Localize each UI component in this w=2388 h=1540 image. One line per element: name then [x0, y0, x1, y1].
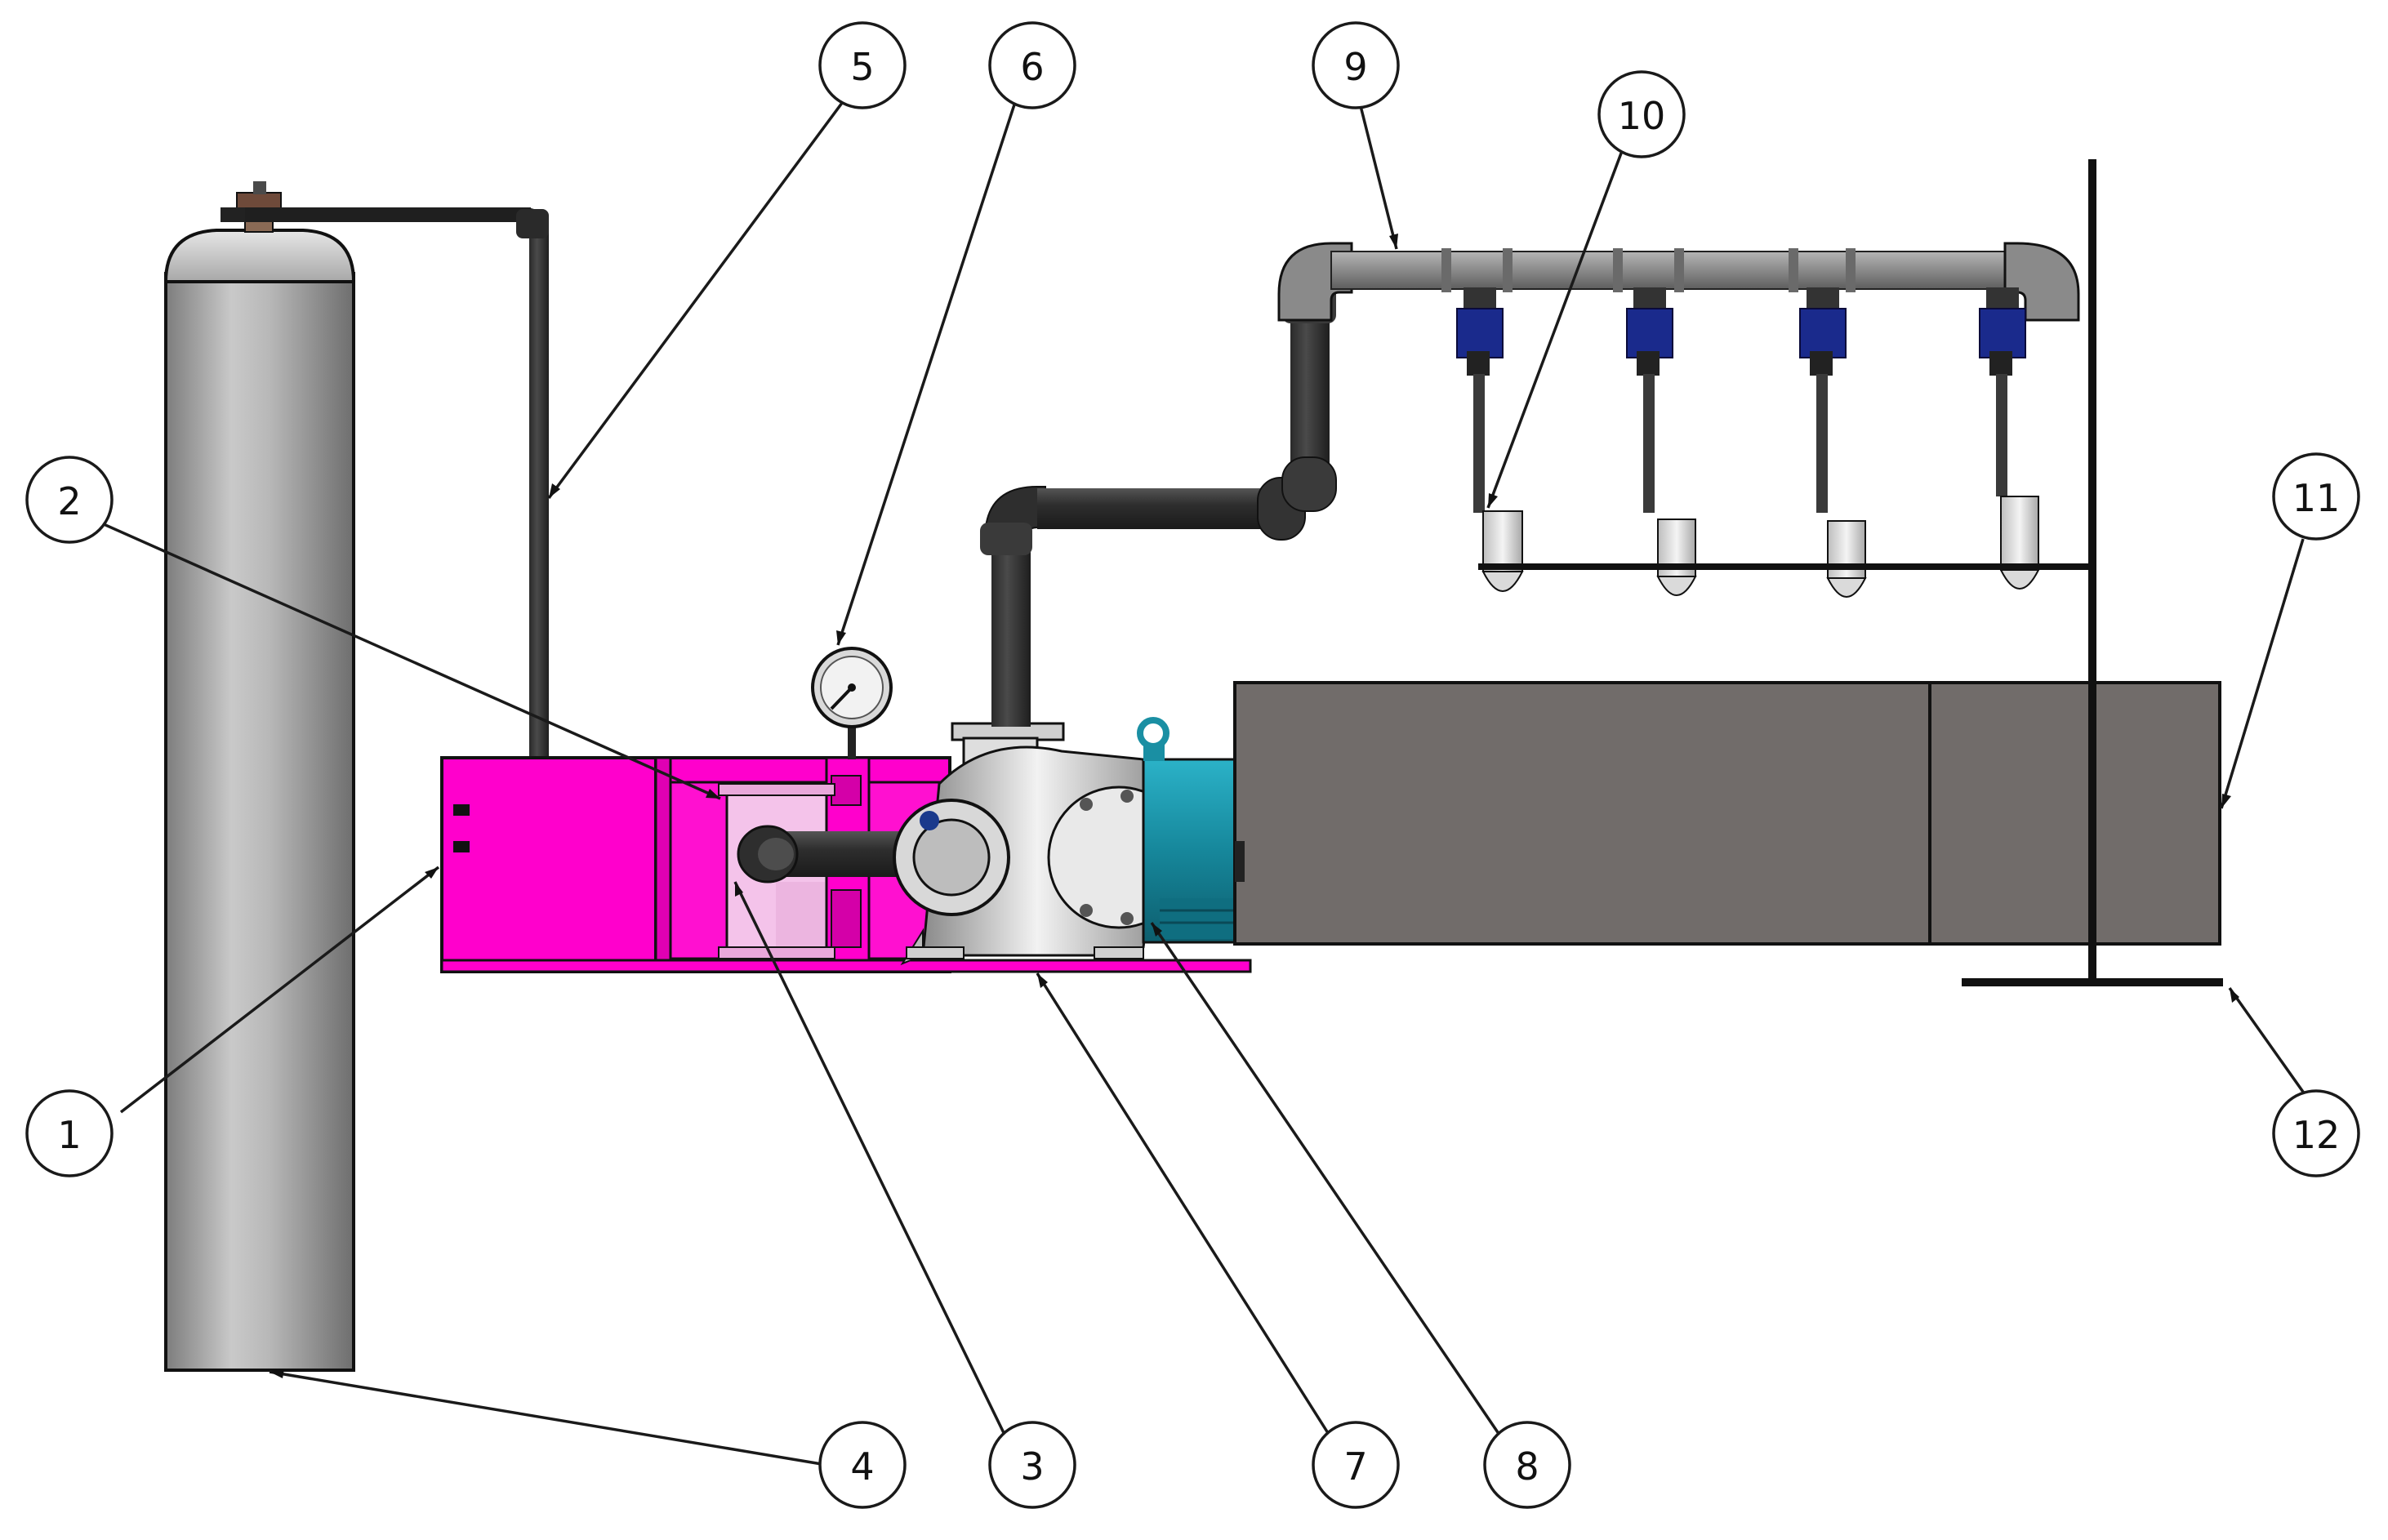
leader-lines — [96, 98, 2306, 1466]
injector-icon — [1456, 287, 2095, 598]
callout-1: 1 — [25, 1089, 114, 1177]
callout-label: 10 — [1618, 94, 1666, 138]
callout-5: 5 — [818, 21, 907, 109]
callout-3: 3 — [988, 1421, 1076, 1509]
callout-label: 11 — [2292, 476, 2341, 520]
callout-label: 1 — [57, 1113, 81, 1157]
callout-label: 4 — [850, 1444, 874, 1489]
callout-label: 7 — [1343, 1444, 1367, 1489]
manifold-pipe — [1277, 242, 2080, 322]
gas-line — [245, 207, 549, 761]
callout-label: 8 — [1515, 1444, 1539, 1489]
pressure-gauge-icon — [811, 647, 893, 759]
callout-6: 6 — [988, 21, 1076, 109]
gas-cylinder-icon — [163, 181, 356, 1372]
callout-9: 9 — [1312, 21, 1400, 109]
callout-label: 3 — [1020, 1444, 1044, 1489]
callout-label: 12 — [2292, 1113, 2341, 1157]
callout-8: 8 — [1483, 1421, 1571, 1509]
callout-label: 5 — [850, 45, 874, 89]
callout-11: 11 — [2272, 452, 2360, 541]
callout-2: 2 — [25, 456, 114, 544]
callout-label: 6 — [1020, 45, 1044, 89]
discharge-pipe — [980, 278, 1337, 727]
callout-4: 4 — [818, 1421, 907, 1509]
collection-box — [1233, 681, 2221, 946]
support-stand — [1962, 159, 2223, 986]
callout-7: 7 — [1312, 1421, 1400, 1509]
callout-12: 12 — [2272, 1089, 2360, 1177]
callout-10: 10 — [1597, 70, 1686, 158]
callout-label: 2 — [57, 479, 81, 523]
motor-icon — [1137, 717, 1236, 944]
callout-label: 9 — [1343, 45, 1367, 89]
